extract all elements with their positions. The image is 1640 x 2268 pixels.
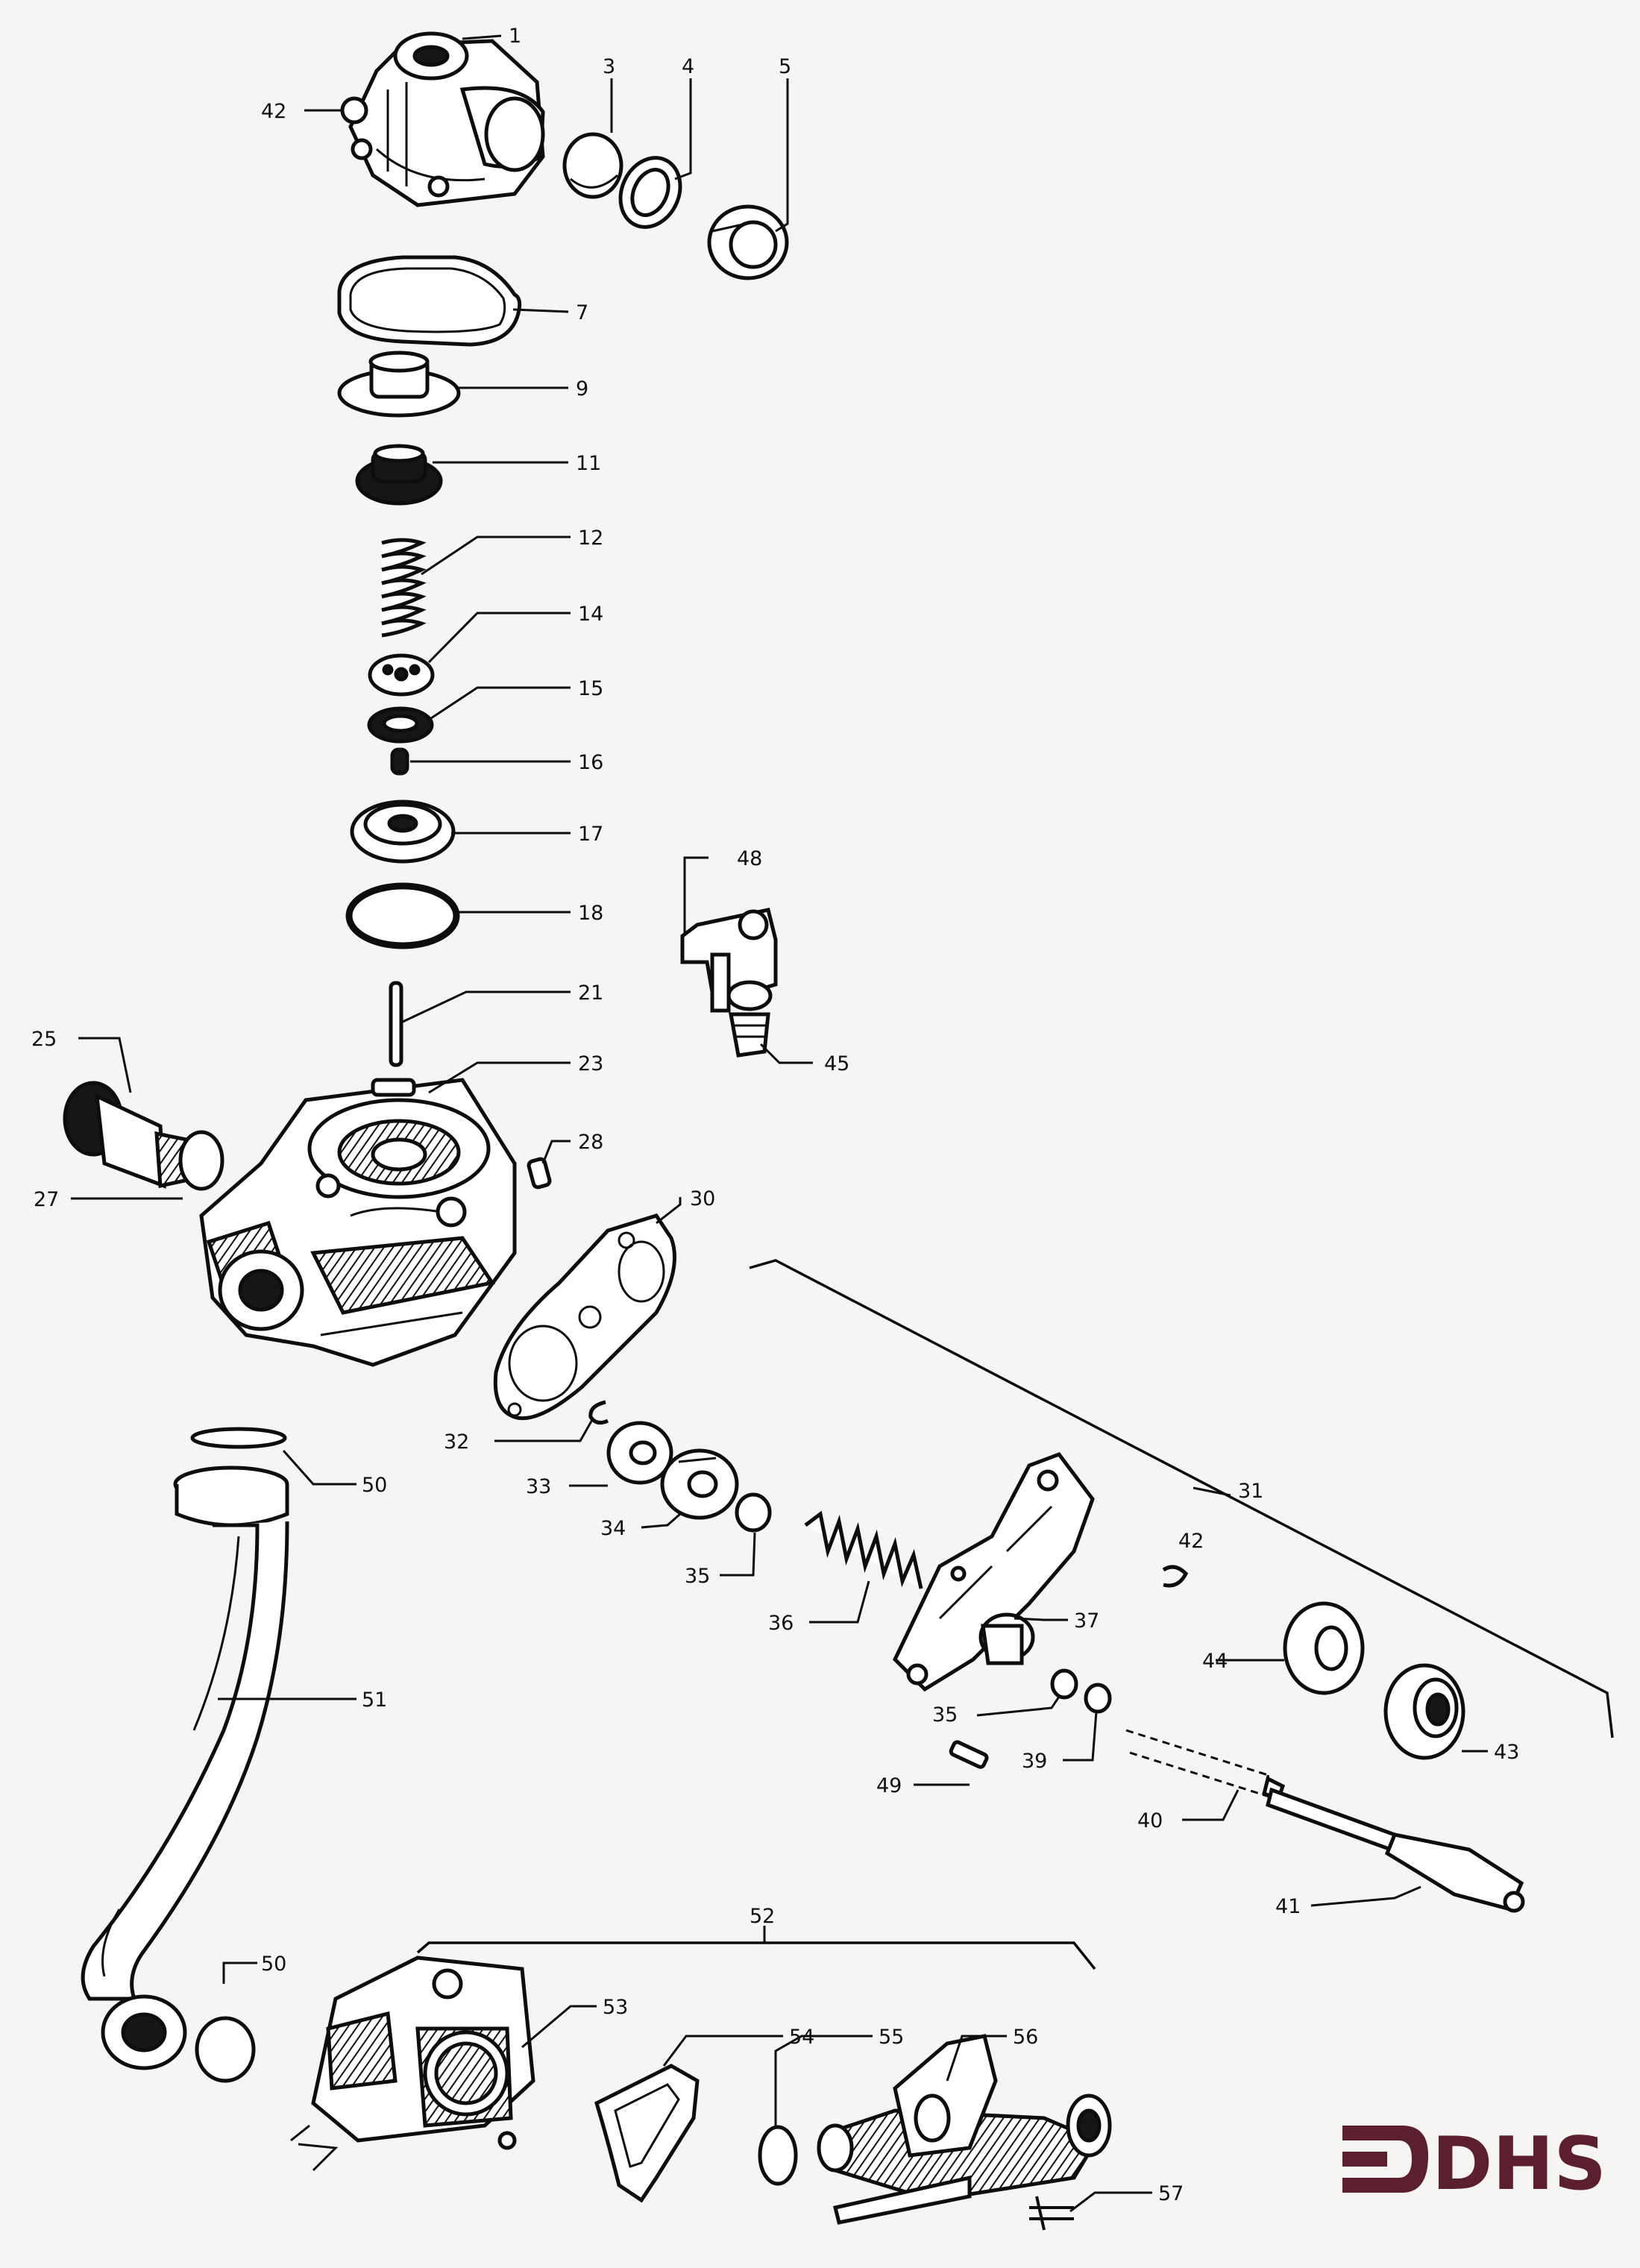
dhs-logo: DHS xyxy=(1342,2122,1606,2207)
callout-32: 32 xyxy=(444,1430,469,1454)
callout-21: 21 xyxy=(578,981,603,1005)
callout-55: 55 xyxy=(879,2026,904,2049)
callout-50-top: 50 xyxy=(362,1474,387,1497)
callout-27: 27 xyxy=(34,1188,59,1211)
logo-text: DHS xyxy=(1432,2122,1606,2207)
part-18-o-ring xyxy=(345,882,460,949)
part-25-fitting xyxy=(63,1081,198,1189)
callout-57: 57 xyxy=(1158,2182,1184,2205)
part-50-top-o-ring xyxy=(190,1427,287,1449)
callout-23: 23 xyxy=(578,1052,603,1075)
part-42-clip-right xyxy=(1162,1565,1189,1588)
part-3-plug xyxy=(562,132,623,199)
callout-33: 33 xyxy=(526,1475,551,1498)
callout-3: 3 xyxy=(603,55,615,78)
callout-34: 34 xyxy=(600,1517,626,1540)
callout-44: 44 xyxy=(1202,1650,1228,1673)
part-43-bushing xyxy=(1383,1663,1465,1760)
callout-15: 15 xyxy=(578,677,603,700)
part-40-shaft xyxy=(1125,1729,1286,1802)
callout-17: 17 xyxy=(578,823,603,846)
callout-53: 53 xyxy=(603,1996,628,2019)
part-35-o-ring-lower xyxy=(1050,1668,1078,1700)
part-30-gasket xyxy=(493,1213,676,1421)
part-11-diaphragm-cap xyxy=(355,444,443,506)
callout-25: 25 xyxy=(31,1028,57,1051)
part-39-o-ring xyxy=(1084,1683,1112,1714)
callout-37: 37 xyxy=(1074,1609,1099,1633)
callout-7: 7 xyxy=(576,301,588,324)
callout-labels: 1 3 4 5 42 7 9 11 12 14 15 16 17 18 21 2… xyxy=(31,25,1519,2205)
part-41-lever-shaft xyxy=(1266,1787,1525,1913)
part-44-seal xyxy=(1283,1601,1365,1695)
part-14-valve-disc xyxy=(368,653,435,697)
part-54-gasket xyxy=(594,2064,700,2203)
part-12-spring xyxy=(381,538,427,638)
part-51-pipe xyxy=(81,1466,289,2070)
part-27-cap-disc xyxy=(178,1130,224,1191)
callout-45: 45 xyxy=(824,1052,849,1075)
part-7-gasket xyxy=(337,255,522,347)
callout-54: 54 xyxy=(789,2026,814,2049)
callout-42-top: 42 xyxy=(261,100,286,123)
callout-52: 52 xyxy=(750,1905,775,1928)
callout-50-bottom: 50 xyxy=(261,1953,286,1976)
callout-5: 5 xyxy=(779,55,791,78)
callout-48: 48 xyxy=(737,847,762,870)
part-5-cap xyxy=(707,204,789,280)
logo-arrow-mark xyxy=(1342,2126,1428,2193)
part-32-clip xyxy=(588,1400,609,1425)
part-55-o-ring xyxy=(758,2125,798,2186)
part-57-pin xyxy=(1029,2196,1074,2231)
part-50-bottom-o-ring xyxy=(195,2016,256,2083)
part-16-pin xyxy=(390,747,409,776)
callout-9: 9 xyxy=(576,377,588,400)
part-53-valve-housing xyxy=(290,1956,535,2172)
callout-12: 12 xyxy=(578,527,603,550)
part-56-actuator xyxy=(817,2034,1112,2225)
part-37-cover-housing xyxy=(892,1452,1095,1692)
callout-41: 41 xyxy=(1275,1895,1301,1918)
callout-35-lower: 35 xyxy=(932,1703,958,1727)
part-45-nozzle xyxy=(726,980,773,1058)
part-49-bolt xyxy=(949,1740,989,1769)
part-35-o-ring-upper xyxy=(735,1492,772,1533)
callout-51: 51 xyxy=(362,1689,387,1712)
leader-lines xyxy=(71,34,1614,2213)
callout-16: 16 xyxy=(578,751,603,774)
part-15-washer xyxy=(367,706,434,744)
callout-31: 31 xyxy=(1238,1480,1263,1503)
callout-18: 18 xyxy=(578,902,603,925)
callout-30: 30 xyxy=(690,1187,715,1210)
part-21-pushrod xyxy=(389,981,403,1067)
part-4-seal-ring xyxy=(618,156,682,229)
callout-56: 56 xyxy=(1013,2026,1038,2049)
callout-1: 1 xyxy=(509,25,521,48)
callout-4: 4 xyxy=(682,55,694,78)
callout-28: 28 xyxy=(578,1131,603,1154)
part-34-piston xyxy=(660,1448,739,1520)
callout-11: 11 xyxy=(576,452,601,475)
part-28-screw xyxy=(527,1157,552,1190)
callout-43: 43 xyxy=(1494,1741,1519,1764)
callout-35-upper: 35 xyxy=(685,1565,710,1588)
callout-36: 36 xyxy=(768,1612,794,1635)
part-23-valve-body xyxy=(199,1078,517,1367)
callout-40: 40 xyxy=(1137,1809,1163,1832)
part-36-spring xyxy=(804,1510,923,1589)
part-9-washer-bush xyxy=(337,351,461,418)
callout-42-right: 42 xyxy=(1178,1530,1204,1553)
callout-14: 14 xyxy=(578,603,603,626)
part-48-bracket-valve xyxy=(680,908,778,1013)
part-33-washer xyxy=(606,1421,673,1485)
callout-39: 39 xyxy=(1022,1750,1047,1773)
part-17-valve-seat xyxy=(350,800,456,864)
part-1-top-housing xyxy=(340,31,545,207)
callout-49: 49 xyxy=(876,1774,902,1797)
